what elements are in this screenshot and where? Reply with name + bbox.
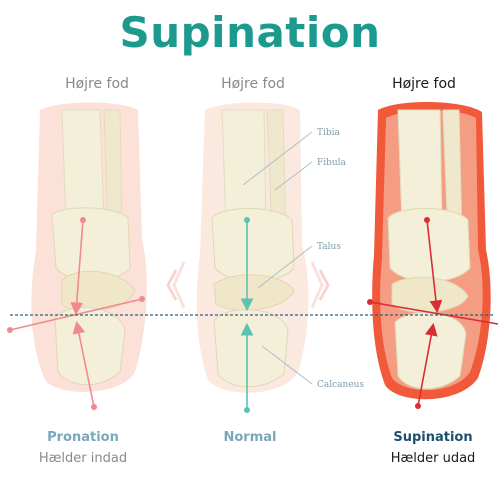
calcaneus-label: Calcaneus (317, 380, 364, 390)
normal-title: Normal (223, 430, 277, 445)
supination-heel-axis (417, 322, 438, 407)
pronation-subtitle: Hælder indad (38, 451, 128, 466)
pronation-title: Pronation (47, 430, 119, 445)
foot-pronation (7, 102, 147, 410)
foot-label-supination: Højre fod (392, 76, 456, 92)
supination-title: Supination (393, 430, 473, 445)
pronation-tibia-axis (70, 219, 84, 316)
foot-supination (367, 101, 499, 409)
supination-tibia-axis (426, 219, 443, 314)
supination-subtitle: Hælder udad (390, 451, 476, 466)
foot-label-pronation: Højre fod (65, 76, 129, 92)
pronation-heel-axis (72, 320, 95, 408)
foot-label-normal: Højre fod (221, 76, 285, 92)
tibia-label: Tibia (317, 128, 341, 138)
anatomy-pointers (242, 131, 313, 385)
talus-label: Talus (317, 242, 341, 252)
supination-tilt-line (369, 301, 499, 325)
page-title: Supination (119, 8, 381, 57)
fibula-label: Fibula (317, 158, 347, 168)
foot-normal (166, 102, 330, 413)
